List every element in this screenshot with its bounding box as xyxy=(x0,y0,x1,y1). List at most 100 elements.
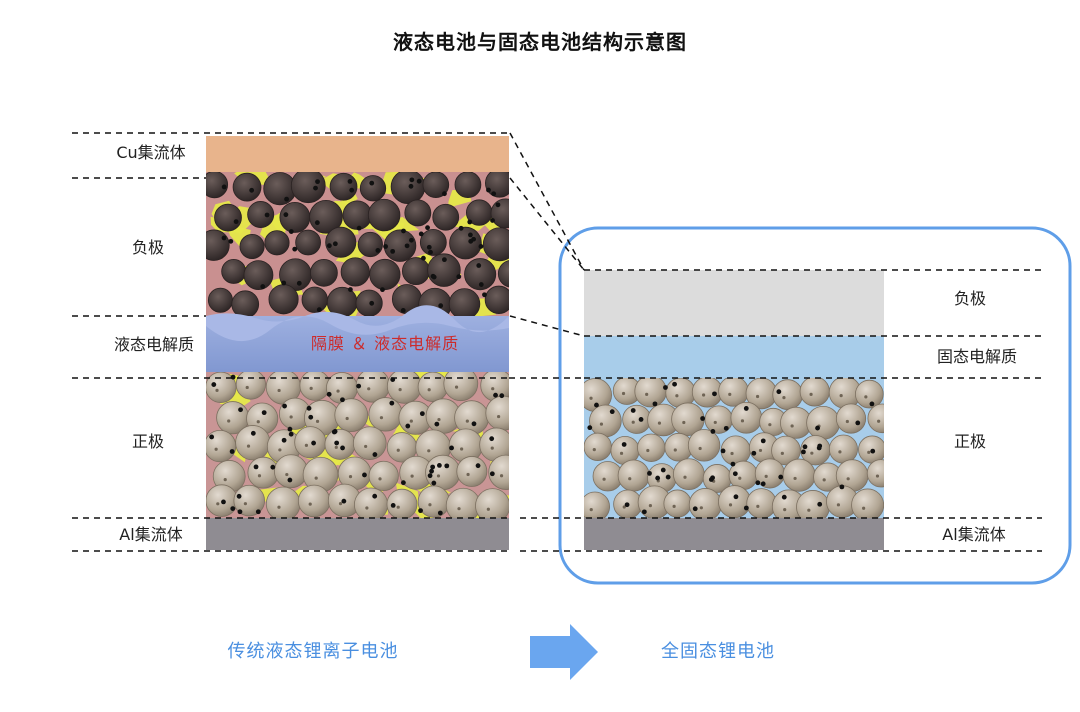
conductive-dot xyxy=(416,178,422,184)
conductive-dot xyxy=(489,436,495,442)
particle-dot xyxy=(338,502,343,506)
conductive-dot xyxy=(663,385,668,390)
anode-particle xyxy=(448,288,481,316)
conductive-dot xyxy=(389,400,395,406)
particle-dot xyxy=(713,420,717,425)
cathode-particle xyxy=(835,403,867,434)
conductive-dot xyxy=(449,445,454,451)
conductive-dot xyxy=(428,249,433,255)
cathode-particle xyxy=(806,405,841,440)
particle-dot xyxy=(309,386,313,390)
conductive-dot xyxy=(255,509,261,515)
particle-dot xyxy=(497,414,501,419)
solid-anode-layer xyxy=(584,270,884,336)
conductive-dot xyxy=(437,510,443,516)
anode-particle xyxy=(464,258,497,291)
conductive-dot xyxy=(609,409,615,415)
anode-particle xyxy=(301,286,328,313)
cathode-particle xyxy=(475,488,509,518)
cathode-particle xyxy=(297,484,331,518)
conductive-dot xyxy=(641,509,647,515)
conductive-dot xyxy=(743,505,749,511)
anode-particle xyxy=(239,233,265,260)
conductive-dot xyxy=(475,463,481,469)
label-left-al-collector: Al集流体 xyxy=(119,525,183,544)
particle-dot xyxy=(838,450,842,454)
particle-dot xyxy=(245,385,249,390)
conductive-dot xyxy=(287,426,293,432)
conductive-dot xyxy=(288,431,294,437)
particle-dot xyxy=(645,392,649,396)
conductive-dot xyxy=(314,220,320,226)
conductive-dot xyxy=(400,308,406,313)
particle-dot xyxy=(486,507,490,511)
particle-dot xyxy=(427,388,431,392)
particle-dot xyxy=(699,506,703,510)
particle-dot xyxy=(256,420,260,424)
conductive-dot xyxy=(486,187,491,193)
conductive-dot xyxy=(270,464,276,470)
particle-dot xyxy=(334,445,338,449)
conductive-dot xyxy=(238,407,243,413)
anode-particle xyxy=(484,285,509,315)
label-right-cathode: 正极 xyxy=(953,432,987,451)
conductive-dot xyxy=(660,467,666,473)
anode-particle xyxy=(206,172,229,199)
particle-dot xyxy=(780,451,784,455)
conductive-dot xyxy=(228,238,234,244)
cathode-particle xyxy=(771,435,801,466)
anode-particle xyxy=(404,199,432,227)
conductive-dot xyxy=(802,444,808,450)
particle-dot xyxy=(365,506,369,510)
cathode-particle xyxy=(673,458,705,491)
particle-dot xyxy=(836,503,841,507)
particle-dot xyxy=(631,420,635,424)
conductive-dot xyxy=(313,185,318,191)
conductive-dot xyxy=(380,287,385,293)
cathode-particle xyxy=(274,454,308,489)
conductive-dot xyxy=(431,274,437,280)
conductive-dot xyxy=(375,248,381,253)
conductive-dot xyxy=(429,468,434,474)
conductive-dot xyxy=(332,241,338,247)
conductive-dot xyxy=(471,421,477,427)
particle-dot xyxy=(622,505,626,509)
label-solid-electrolyte: 固态电解质 xyxy=(936,347,1018,366)
particle-dot xyxy=(427,449,431,453)
cathode-particle xyxy=(352,426,387,460)
cathode-particle xyxy=(718,485,752,518)
conductive-dot xyxy=(638,417,644,422)
particle-dot xyxy=(783,508,787,512)
particle-dot xyxy=(683,475,687,479)
conductive-dot xyxy=(315,179,320,185)
conductive-dot xyxy=(712,391,717,397)
conductive-dot xyxy=(369,180,375,186)
anode-particle xyxy=(295,229,321,256)
conductive-dot xyxy=(781,494,787,500)
conductive-dot xyxy=(261,410,267,416)
anode-particle xyxy=(383,229,417,262)
cathode-particle xyxy=(354,487,389,518)
conductive-dot xyxy=(743,406,749,411)
conductive-dot xyxy=(233,219,239,225)
cathode-particle xyxy=(324,428,356,460)
particle-dot xyxy=(215,388,219,392)
anode-particle xyxy=(207,287,233,313)
conductive-dot xyxy=(478,244,484,249)
conductive-dot xyxy=(624,502,630,508)
particle-dot xyxy=(619,451,624,455)
conductive-dot xyxy=(425,225,430,231)
anode-particle xyxy=(268,284,299,315)
conductive-dot xyxy=(760,438,766,444)
cathode-particle xyxy=(622,404,652,434)
conductive-dot xyxy=(418,231,424,237)
conductive-dot xyxy=(855,420,861,426)
anode-particle xyxy=(221,258,247,284)
conductive-dot xyxy=(311,440,316,446)
conductive-dot xyxy=(292,246,298,252)
conductive-dot xyxy=(211,382,217,387)
conductive-dot xyxy=(430,464,436,470)
particle-dot xyxy=(223,477,227,482)
conductive-dot xyxy=(647,470,652,476)
conductive-dot xyxy=(326,243,332,249)
